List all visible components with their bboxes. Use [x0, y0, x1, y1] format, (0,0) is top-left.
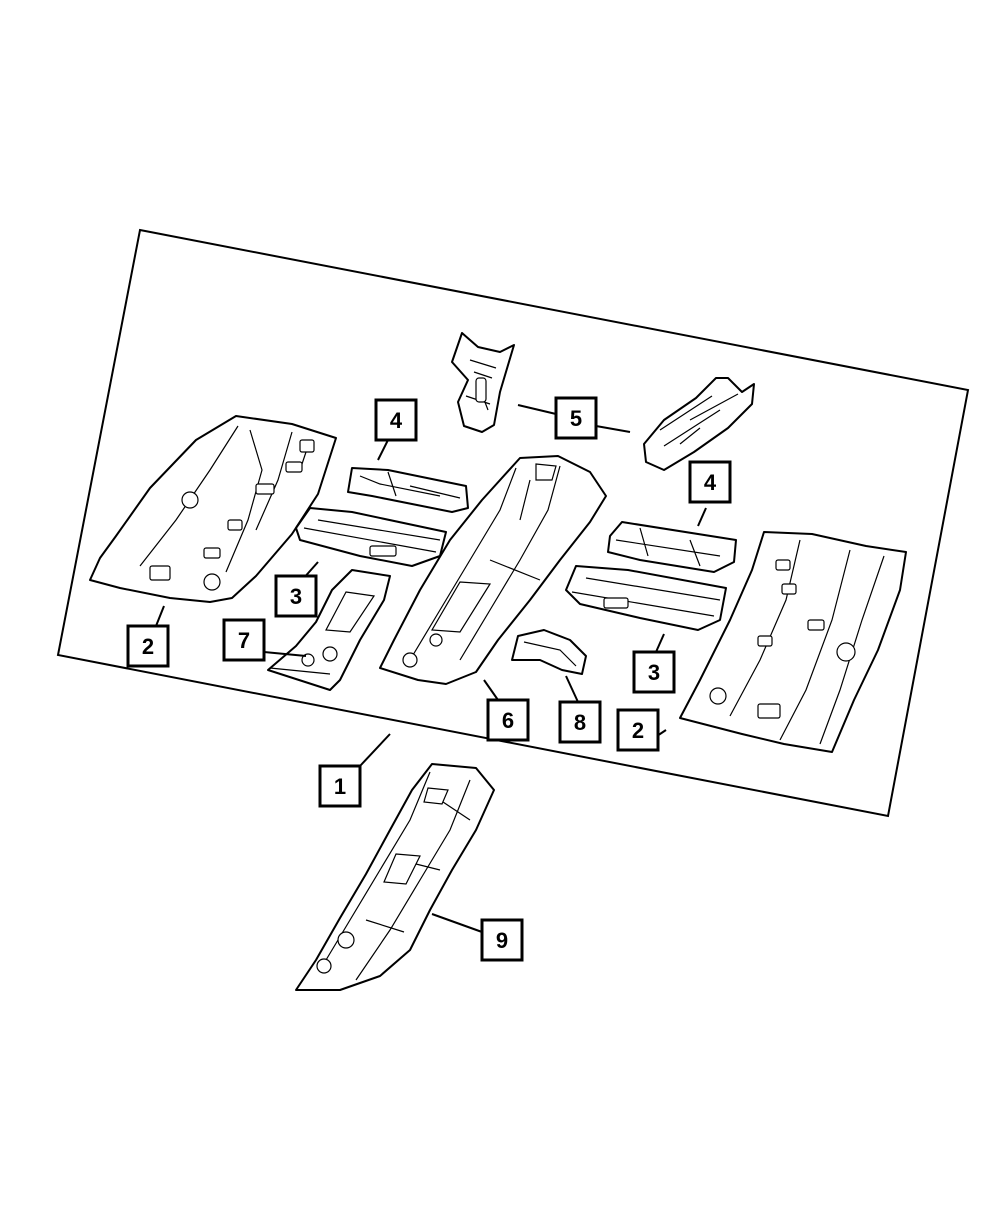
- part-9-floor-assembly: [295, 763, 495, 991]
- callout-4-left-label: 4: [390, 408, 403, 433]
- part-2-right-floor-pan: [679, 531, 907, 753]
- leader-5-left: [517, 404, 557, 415]
- callout-3-right: 3: [632, 650, 676, 694]
- part-2-left-floor-pan: [89, 415, 337, 603]
- leader-4-left: [377, 439, 389, 461]
- part-5-left-bracket: [451, 332, 515, 433]
- part-4-left-crossmember: [347, 467, 469, 513]
- callout-5-label: 5: [570, 406, 582, 431]
- callout-3-left-label: 3: [290, 584, 302, 609]
- callout-2-left: 2: [126, 624, 170, 668]
- callout-2-left-label: 2: [142, 634, 154, 659]
- part-7-front-floor: [267, 569, 391, 691]
- callout-4-right: 4: [688, 460, 732, 504]
- callout-9-label: 9: [496, 928, 508, 953]
- callout-8: 8: [558, 700, 602, 744]
- assembly-frame: [56, 228, 970, 818]
- leader-9: [431, 913, 483, 933]
- part-3-left-crossmember: [295, 507, 447, 567]
- leader-5-right: [595, 425, 631, 433]
- callout-8-label: 8: [574, 710, 586, 735]
- leader-6: [483, 679, 499, 701]
- part-3-right-crossmember: [565, 565, 727, 631]
- callout-3-left: 3: [274, 574, 318, 618]
- callout-2-right: 2: [616, 708, 660, 752]
- callout-7: 7: [222, 618, 266, 662]
- part-4-right-crossmember: [607, 521, 737, 573]
- leader-3-right: [655, 633, 665, 653]
- callout-4-right-label: 4: [704, 470, 717, 495]
- callout-4-left: 4: [374, 398, 418, 442]
- callout-6: 6: [486, 698, 530, 742]
- callout-7-label: 7: [238, 628, 250, 653]
- part-6-center-tunnel: [379, 455, 607, 685]
- leader-2-left: [155, 605, 165, 627]
- leader-7: [263, 651, 307, 657]
- part-8-bracket: [511, 629, 587, 675]
- leader-lines: [155, 404, 707, 933]
- callout-9: 9: [480, 918, 524, 962]
- callout-1: 1: [318, 764, 362, 808]
- callout-3-right-label: 3: [648, 660, 660, 685]
- callout-5: 5: [554, 396, 598, 440]
- callout-6-label: 6: [502, 708, 514, 733]
- part-5-right-bracket: [643, 377, 755, 471]
- leader-4-right: [697, 507, 707, 527]
- leader-1: [359, 733, 391, 767]
- callout-2-right-label: 2: [632, 718, 644, 743]
- callout-1-label: 1: [334, 774, 346, 799]
- leader-8: [565, 675, 579, 703]
